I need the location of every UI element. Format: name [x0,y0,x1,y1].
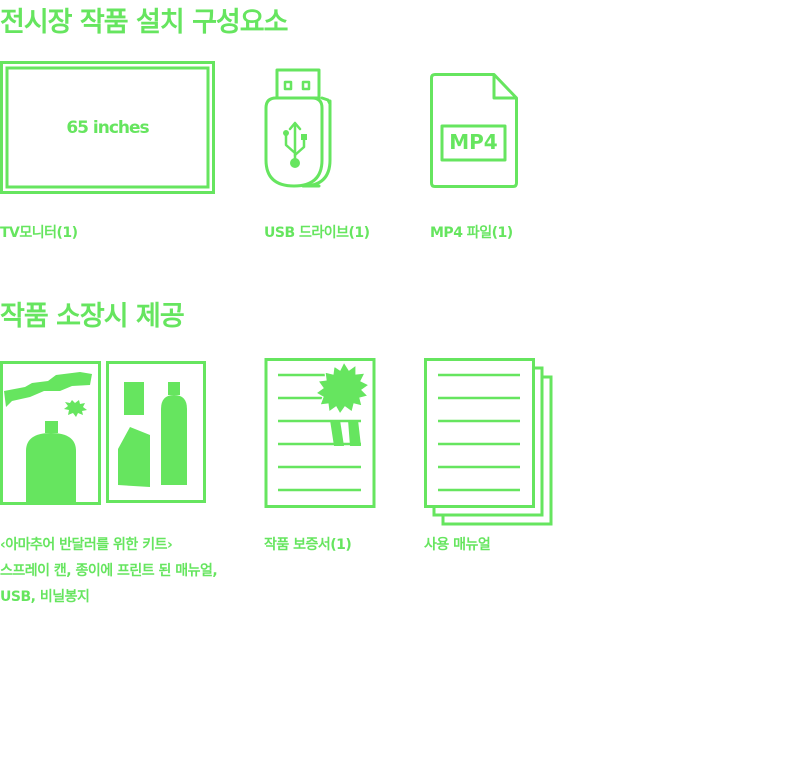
usb-drive-caption: USB 드라이브(1) [264,225,370,241]
section-title-installation: 전시장 작품 설치 구성요소 [0,7,288,38]
tv-screen-size-label: 65 inches [66,118,149,138]
tv-monitor-icon: 65 inches [0,61,215,194]
anti-drug-kit-caption-line-3: USB, 비닐봉지 [0,589,90,605]
section-title-collection: 작품 소장시 제공 [0,301,185,332]
mp4-badge-label: MP4 [449,130,498,154]
certificate-icon [264,358,376,508]
tv-monitor-caption: TV모니터(1) [0,225,78,241]
usb-drive-icon [264,68,332,188]
certificate-caption: 작품 보증서(1) [264,537,352,553]
mp4-file-icon: MP4 [430,73,518,188]
anti-drug-kit-caption-line-1: ‹아마추어 반달러를 위한 키트› [0,537,173,553]
anti-drug-kit-caption-line-2: 스프레이 캔, 종이에 프린트 된 매뉴얼, [0,563,218,579]
mp4-file-caption: MP4 파일(1) [430,225,513,241]
manual-documents-icon [424,358,554,528]
anti-drug-kit-icon [0,361,207,506]
manual-caption: 사용 매뉴얼 [424,537,491,553]
